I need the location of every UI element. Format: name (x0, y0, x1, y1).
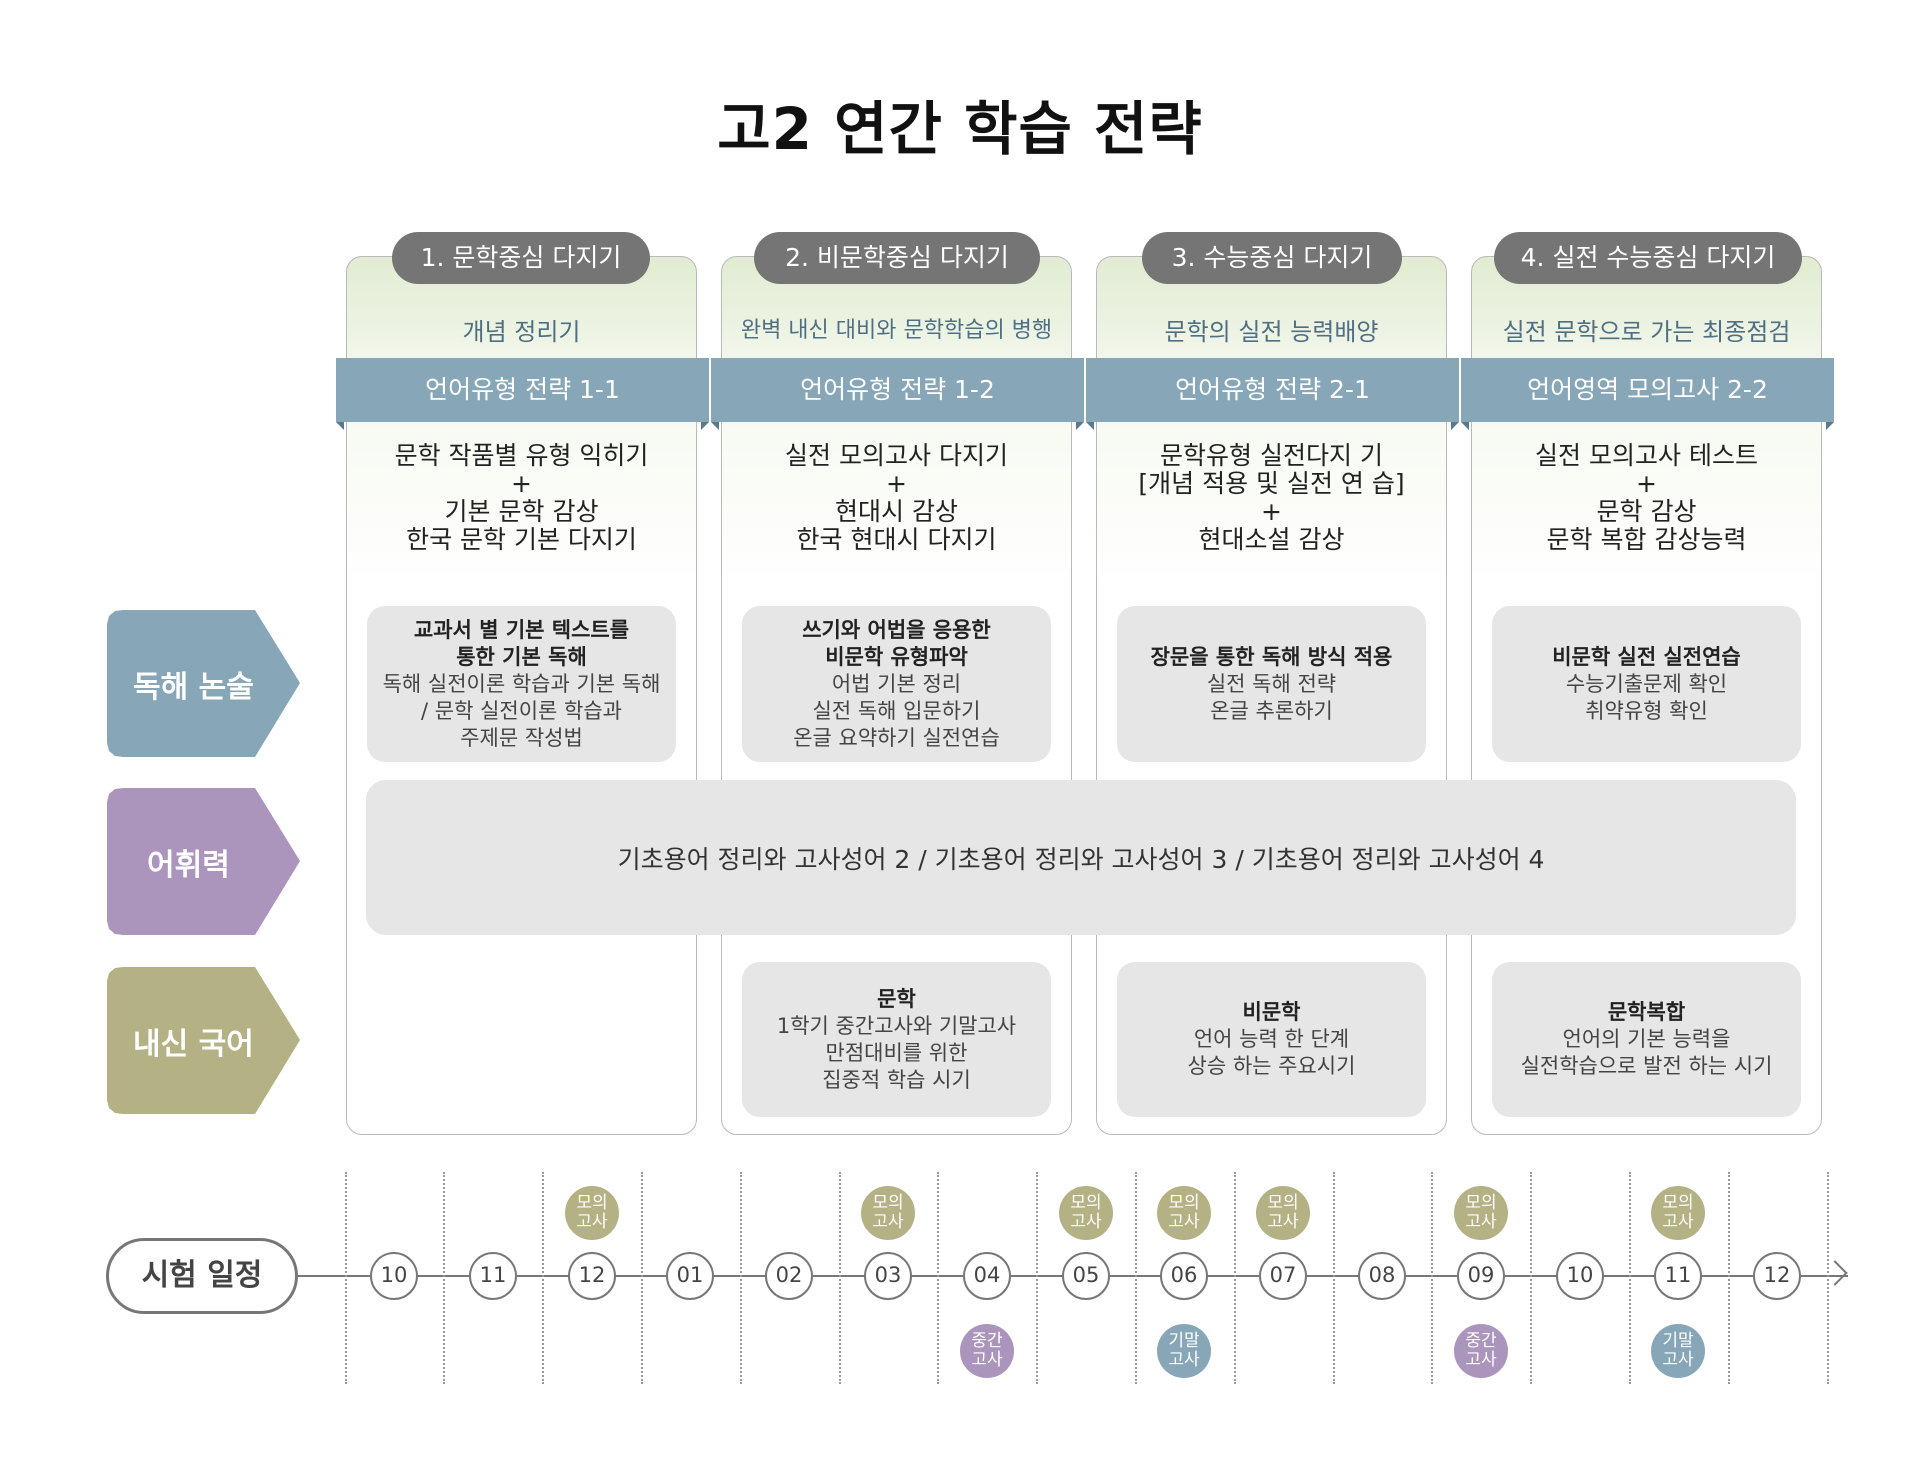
month-marker: 11 (469, 1252, 517, 1300)
strategy-band-2: 언어유형 전략 1-2 (711, 358, 1084, 430)
phase-subtitle-2: 완벽 내신 대비와 문학학습의 병행 (740, 318, 1053, 343)
timeline-guide (1728, 1172, 1730, 1384)
month-marker: 12 (568, 1252, 616, 1300)
month-marker: 10 (1556, 1252, 1604, 1300)
month-marker: 12 (1753, 1252, 1801, 1300)
phase-pill-3: 3. 수능중심 다지기 (1142, 232, 1402, 284)
month-marker: 07 (1259, 1252, 1307, 1300)
timeline-guide (641, 1172, 643, 1384)
phase-subtitle-4: 실전 문학으로 가는 최종점검 (1502, 318, 1791, 346)
month-marker: 05 (1062, 1252, 1110, 1300)
strategy-band-1: 언어유형 전략 1-1 (336, 358, 709, 430)
timeline-guide (839, 1172, 841, 1384)
month-marker: 10 (370, 1252, 418, 1300)
month-marker: 01 (666, 1252, 714, 1300)
timeline-guide (1629, 1172, 1631, 1384)
phase-desc-3: 문학유형 실전다지 기[개념 적용 및 실전 연 습]+현대소설 감상 (1138, 441, 1405, 554)
month-marker: 02 (765, 1252, 813, 1300)
strategy-band-3: 언어유형 전략 2-1 (1086, 358, 1459, 430)
timeline-guide (1135, 1172, 1137, 1384)
timeline-guide (542, 1172, 544, 1384)
timeline-guide (740, 1172, 742, 1384)
timeline-guide (1234, 1172, 1236, 1384)
row-label-schedule: 시험 일정 (106, 1238, 298, 1314)
month-marker: 08 (1358, 1252, 1406, 1300)
strategy-band-4: 언어영역 모의고사 2-2 (1461, 358, 1834, 430)
vocab-box: 기초용어 정리와 고사성어 2 / 기초용어 정리와 고사성어 3 / 기초용어… (366, 780, 1796, 935)
page-title: 고2 연간 학습 전략 (717, 95, 1203, 163)
phase-pill-4: 4. 실전 수능중심 다지기 (1494, 232, 1802, 284)
phase-subtitle-3: 문학의 실전 능력배양 (1164, 318, 1379, 346)
timeline-guide (1827, 1172, 1829, 1384)
phase-subtitle-1: 개념 정리기 (462, 318, 581, 346)
phase-pill-1: 1. 문학중심 다지기 (392, 232, 650, 284)
timeline-guide (1036, 1172, 1038, 1384)
timeline-guide (1530, 1172, 1532, 1384)
phase-pill-2: 2. 비문학중심 다지기 (754, 232, 1040, 284)
timeline-guide (1431, 1172, 1433, 1384)
month-marker: 04 (963, 1252, 1011, 1300)
row-label-reading: 독해 논술 (107, 610, 300, 757)
timeline-guide (1333, 1172, 1335, 1384)
timeline-guide (937, 1172, 939, 1384)
timeline-guide (345, 1172, 347, 1384)
month-marker: 06 (1160, 1252, 1208, 1300)
month-marker: 11 (1654, 1252, 1702, 1300)
month-marker: 09 (1457, 1252, 1505, 1300)
row-label-vocab: 어휘력 (107, 788, 300, 935)
month-marker: 03 (864, 1252, 912, 1300)
row-label-naesin: 내신 국어 (107, 967, 300, 1114)
timeline-guide (443, 1172, 445, 1384)
